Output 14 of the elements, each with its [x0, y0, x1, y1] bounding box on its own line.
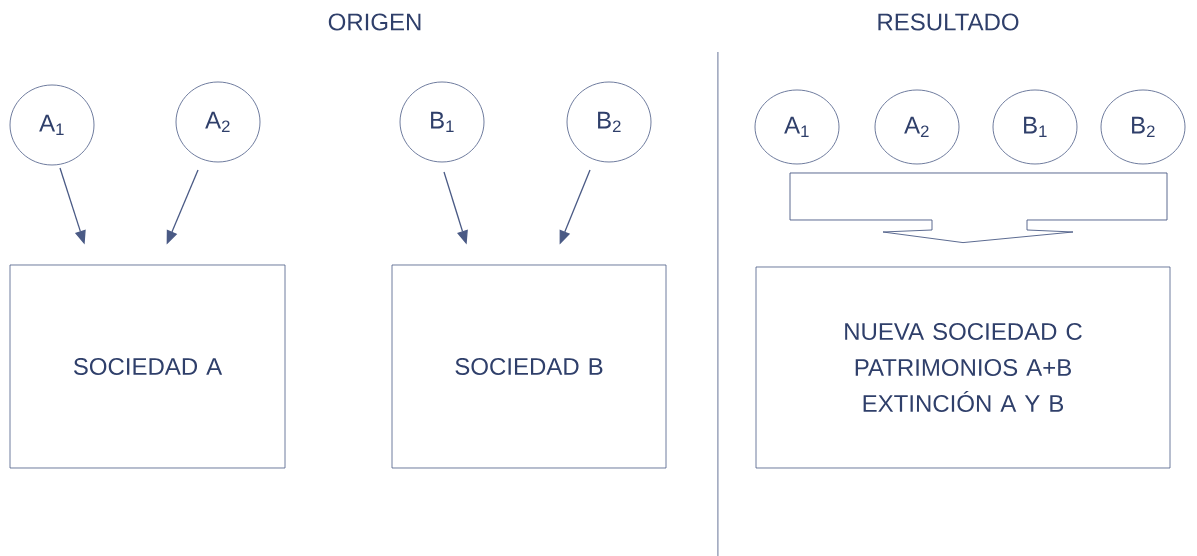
circle-node: A$_{2}$ [874, 89, 960, 165]
circle-node: A$_{1}$ [754, 89, 840, 165]
company-box: NUEVA SOCIEDAD C PATRIMONIOS A+B EXTINCIÓN A Y B [755, 266, 1171, 469]
merge-arrow [789, 172, 1168, 244]
circle-node: A$_{1}$ [9, 84, 95, 166]
company-box: SOCIEDAD A [9, 264, 286, 469]
circle-node: B$_{2}$ [1100, 89, 1186, 165]
circle-node: B$_{1}$ [399, 81, 485, 163]
heading: RESULTADO [878, 13, 1019, 31]
heading: ORIGEN [328, 13, 421, 31]
circle-node: B$_{1}$ [992, 89, 1078, 165]
circle-node: A$_{2}$ [175, 81, 261, 163]
company-box: SOCIEDAD B [391, 264, 667, 469]
circle-node: B$_{2}$ [566, 81, 652, 163]
